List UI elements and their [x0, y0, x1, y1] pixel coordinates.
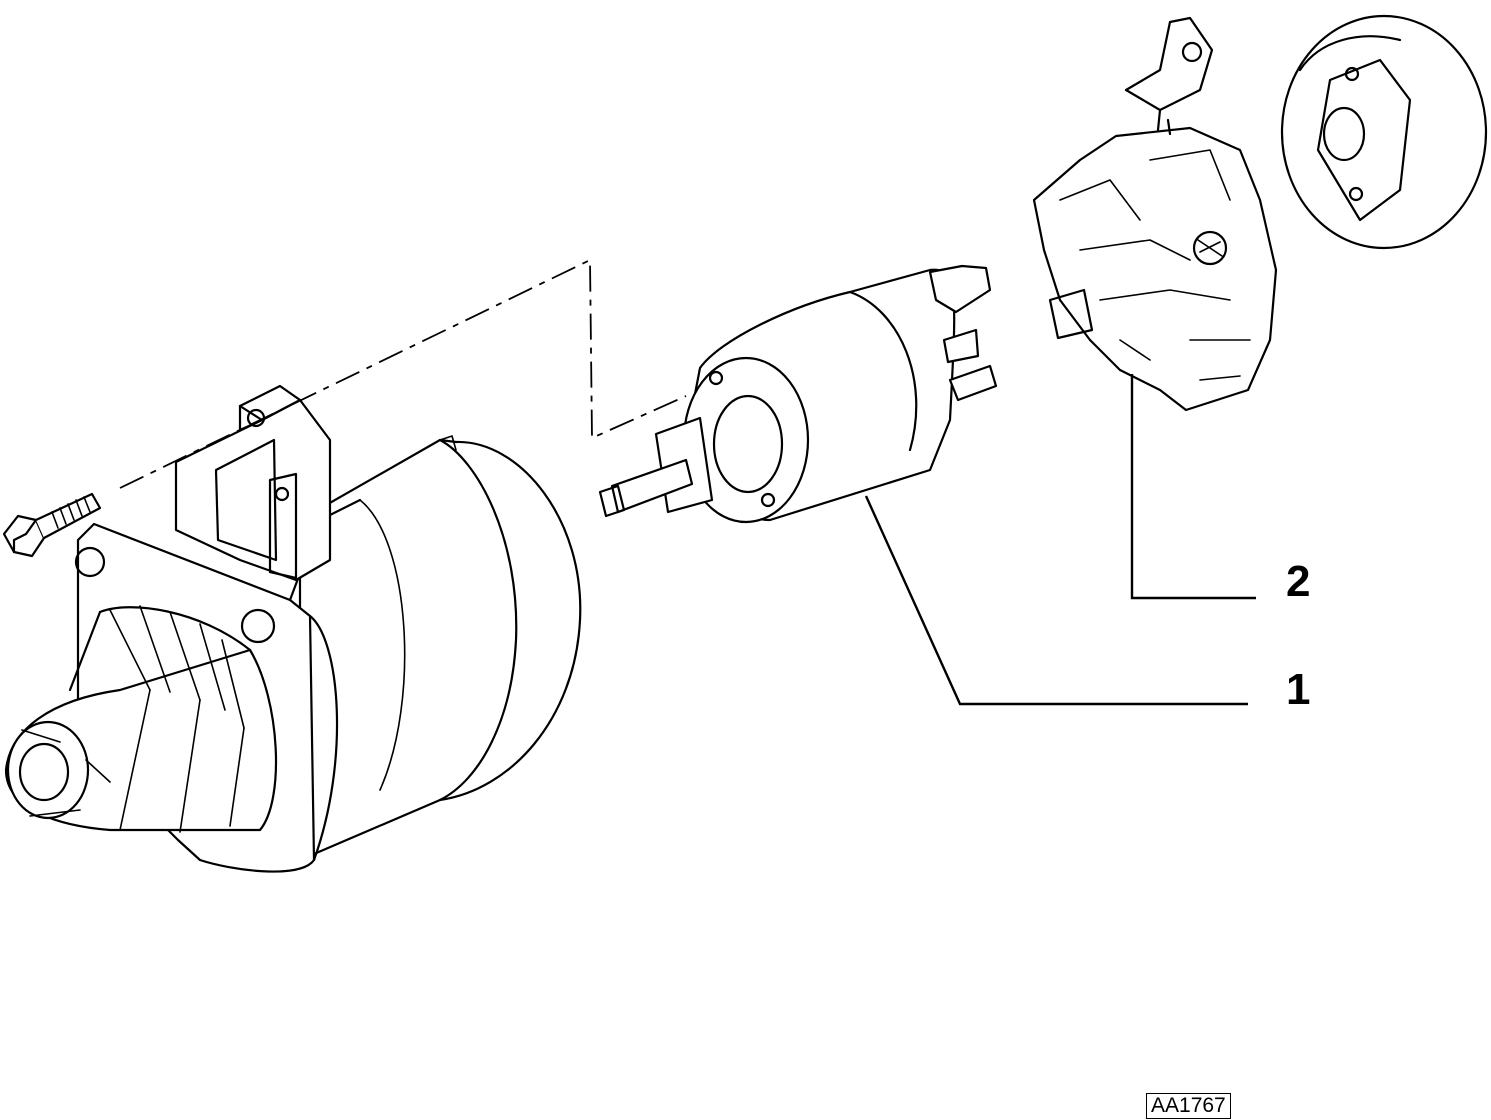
end-cover [1280, 14, 1488, 250]
bolt [2, 492, 102, 558]
leader-line-2 [1130, 374, 1256, 600]
callout-1: 1 [1286, 665, 1310, 714]
reference-code: AA1767 [1146, 1093, 1231, 1119]
assembly-line [119, 258, 687, 489]
leader-line-1 [864, 495, 1248, 706]
callout-2: 2 [1286, 557, 1310, 606]
starter-motor [4, 384, 582, 873]
brush-holder [1032, 16, 1278, 412]
solenoid [598, 264, 998, 524]
